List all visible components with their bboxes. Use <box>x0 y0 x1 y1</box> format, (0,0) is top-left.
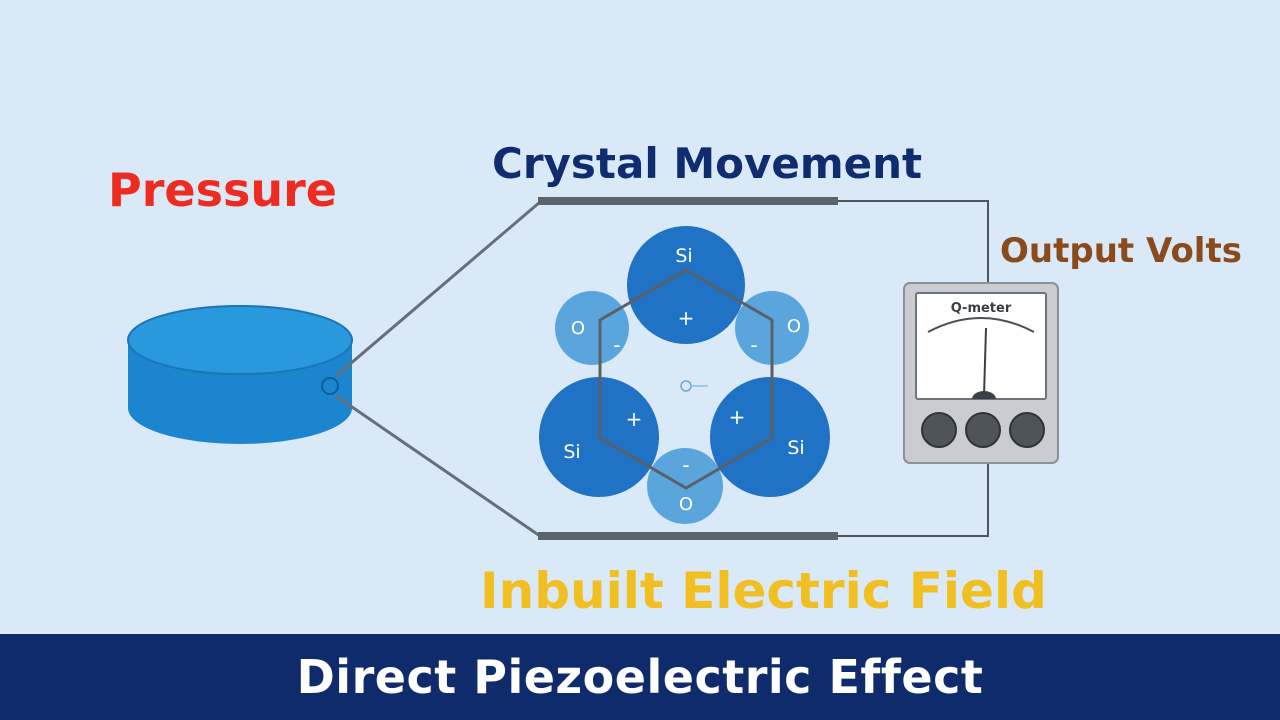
bottom-electrode-plate <box>538 532 838 540</box>
meter-knob-center[interactable] <box>965 412 1001 448</box>
plus-sign-right: + <box>729 405 746 429</box>
silicon-atom-top <box>627 226 745 344</box>
plus-sign-left: + <box>626 407 643 431</box>
top-electrode-plate <box>538 197 838 205</box>
meter-scale-arc <box>927 317 1035 333</box>
silicon-atom-right <box>710 377 830 497</box>
si-label-left: Si <box>563 441 580 463</box>
title-banner: Direct Piezoelectric Effect <box>0 634 1280 720</box>
center-marker-icon <box>680 380 692 392</box>
meter-needle <box>983 327 987 397</box>
meter-knob-right[interactable] <box>1009 412 1045 448</box>
plus-sign-top: + <box>678 306 695 330</box>
minus-sign-right: - <box>750 333 757 357</box>
o-label-bottom: O <box>679 494 693 515</box>
o-label-right: O <box>787 316 801 337</box>
si-label-top: Si <box>675 245 692 267</box>
output-volts-label: Output Volts <box>1000 231 1242 271</box>
wire-bottom <box>838 462 989 537</box>
si-label-right: Si <box>787 437 804 459</box>
o-label-left: O <box>571 318 585 339</box>
wire-top <box>838 200 989 284</box>
pressure-disk <box>127 305 353 444</box>
zoom-line-top <box>335 200 541 378</box>
crystal-movement-label: Crystal Movement <box>492 139 922 188</box>
hexagon-bonds <box>598 268 774 490</box>
meter-name-label: Q-meter <box>951 301 1012 316</box>
minus-sign-bottom: - <box>682 453 689 477</box>
q-meter: Q-meter <box>903 282 1059 464</box>
meter-needle-pivot <box>972 391 996 399</box>
zoom-line-bottom <box>335 394 541 538</box>
inbuilt-field-label: Inbuilt Electric Field <box>480 562 1047 620</box>
banner-title: Direct Piezoelectric Effect <box>296 650 984 704</box>
oxygen-atom-left <box>555 291 629 365</box>
minus-sign-left: - <box>613 333 620 357</box>
meter-knob-left[interactable] <box>921 412 957 448</box>
crystal-lattice: Si + Si + Si + O - O - - O <box>539 226 830 524</box>
pressure-label: Pressure <box>108 163 337 217</box>
